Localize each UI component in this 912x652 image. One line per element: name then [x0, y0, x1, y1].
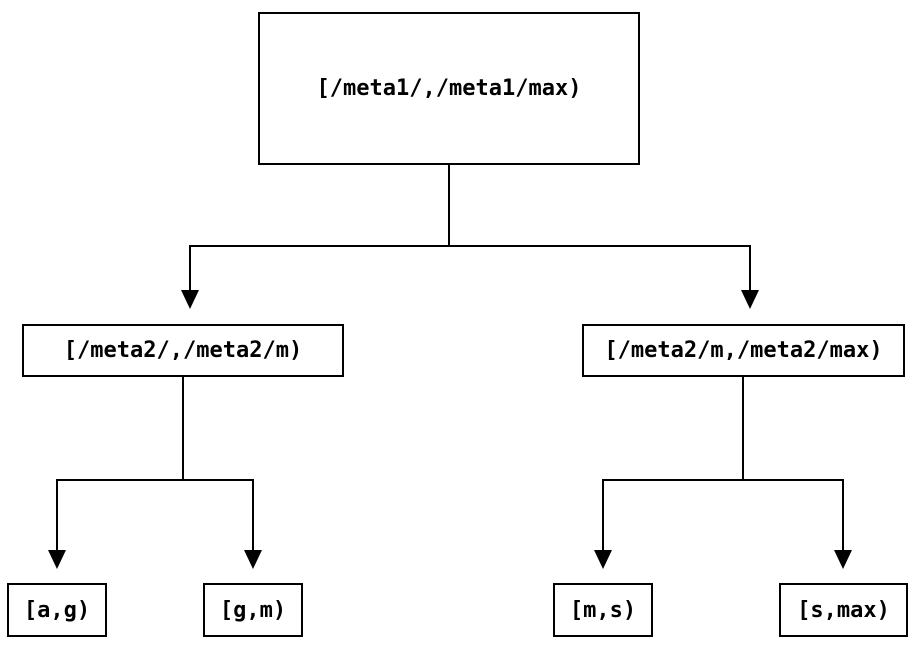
tree-node-leaf-ms-label: [m,s) [569, 597, 637, 623]
tree-node-leaf-ag-label: [a,g) [23, 597, 91, 623]
tree-node-meta2-left: [/meta2/,/meta2/m) [22, 324, 344, 377]
arrowhead-left-child [181, 290, 199, 309]
arrowhead-leaf-1 [48, 550, 66, 569]
tree-node-leaf-gm: [g,m) [203, 583, 303, 637]
tree-node-root: [/meta1/,/meta1/max) [258, 12, 640, 165]
tree-node-root-label: [/meta1/,/meta1/max) [316, 76, 582, 101]
tree-node-leaf-ms: [m,s) [553, 583, 653, 637]
tree-node-leaf-ag: [a,g) [7, 583, 107, 637]
arrowhead-right-child [741, 290, 759, 309]
tree-node-meta2-left-label: [/meta2/,/meta2/m) [63, 338, 303, 363]
arrowhead-leaf-2 [244, 550, 262, 569]
arrowhead-leaf-3 [594, 550, 612, 569]
tree-node-leaf-smax: [s,max) [779, 583, 908, 637]
tree-node-meta2-right: [/meta2/m,/meta2/max) [582, 324, 905, 377]
arrowhead-leaf-4 [834, 550, 852, 569]
tree-node-meta2-right-label: [/meta2/m,/meta2/max) [604, 338, 883, 363]
tree-node-leaf-gm-label: [g,m) [219, 597, 287, 623]
tree-node-leaf-smax-label: [s,max) [797, 597, 890, 623]
